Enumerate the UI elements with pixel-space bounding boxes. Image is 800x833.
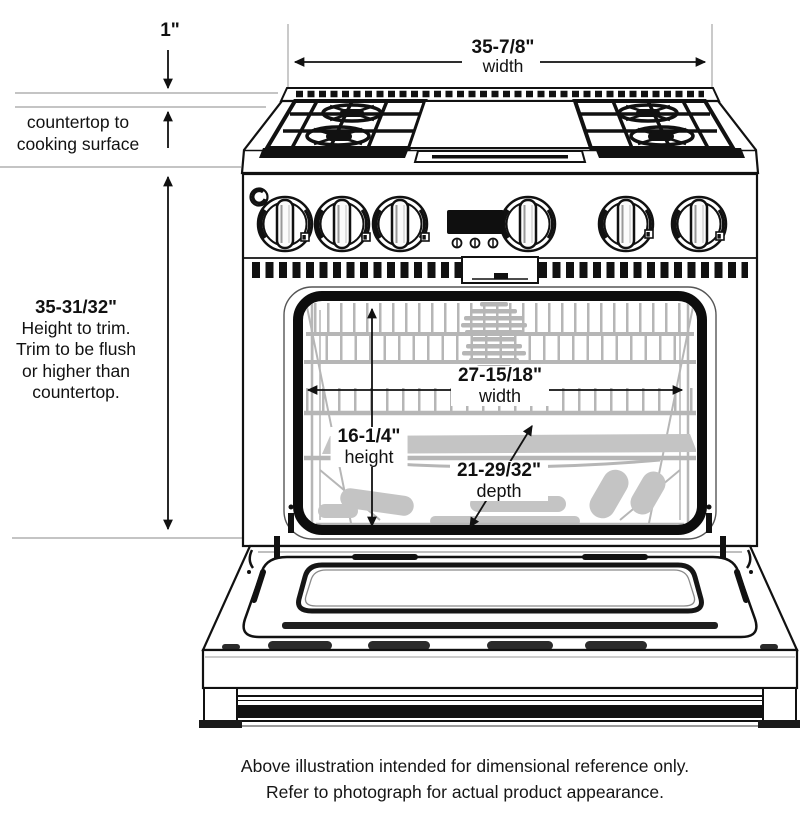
burner-grate-left [259, 99, 428, 158]
door-hinge-right [706, 504, 712, 533]
width-extension-lines [287, 24, 713, 91]
control-knob-icon [670, 195, 728, 253]
brand-logo-icon [249, 187, 269, 207]
oven-height-unit: height [344, 447, 394, 467]
height-to-trim-note: 35-31/32" Height to trim. Trim to be flu… [0, 296, 152, 404]
overall-width-value: 35-7/8" [471, 37, 535, 58]
knob-indicator-icon [300, 232, 310, 242]
control-knob-icon [256, 195, 314, 253]
knob-indicator-icon [644, 229, 654, 239]
oven-width-label: 27-15/18" width [450, 365, 550, 406]
vent-strip [252, 256, 748, 284]
control-knob-icon [597, 195, 655, 253]
oven-width-unit: width [478, 386, 522, 406]
height-to-trim-line1: Height to trim. [21, 317, 131, 338]
burner-grate-right [572, 99, 745, 158]
oven-door-open [201, 536, 799, 652]
height-to-trim-line2: Trim to be flush [16, 339, 136, 359]
countertop-reference-lines [0, 92, 278, 539]
griddle [407, 100, 593, 163]
control-knob-icon [371, 195, 429, 253]
countertop-note-line2: cooking surface [16, 134, 140, 154]
door-hinge-left [288, 504, 294, 533]
door-vent-slot [282, 622, 718, 629]
disclaimer-caption: Above illustration intended for dimensio… [130, 754, 800, 805]
knob-indicator-icon [361, 232, 371, 242]
height-to-trim-value: 35-31/32" [35, 296, 117, 317]
door-stop-tabs [222, 641, 778, 650]
oven-depth-value: 21-29/32" [456, 460, 542, 481]
oven-width-value: 27-15/18" [457, 365, 543, 386]
door-gasket [293, 291, 707, 535]
leg-right [762, 687, 797, 722]
knob-indicator-icon [715, 231, 725, 241]
countertop-note-line1: countertop to [26, 112, 130, 132]
oven-height-value: 16-1/4" [337, 426, 401, 447]
oven-cavity [283, 286, 717, 540]
countertop-note: countertop to cooking surface [2, 111, 154, 155]
leg-left [203, 687, 238, 722]
disclaimer-line1: Above illustration intended for dimensio… [240, 756, 690, 776]
door-liner-accents [251, 554, 749, 603]
overall-width-label: 35-7/8" width [420, 38, 586, 76]
oven-display [447, 210, 504, 234]
knob-indicator-icon [420, 232, 430, 242]
kickplate [199, 648, 800, 728]
height-to-trim-line3: or higher than [22, 360, 130, 381]
one-inch-label: 1" [160, 20, 180, 41]
oven-depth-unit: depth [476, 481, 522, 501]
display-buttons [451, 237, 499, 249]
disclaimer-line2: Refer to photograph for actual product a… [266, 781, 664, 802]
control-knob-icon [313, 195, 371, 253]
cooktop [240, 99, 760, 175]
oven-depth-label: 21-29/32" depth [449, 460, 549, 501]
height-to-trim-line4: countertop. [32, 382, 120, 402]
door-window [296, 562, 704, 614]
control-knob-icon [499, 195, 557, 253]
oven-height-label: 16-1/4" height [330, 426, 408, 467]
overall-width-unit: width [482, 56, 524, 76]
